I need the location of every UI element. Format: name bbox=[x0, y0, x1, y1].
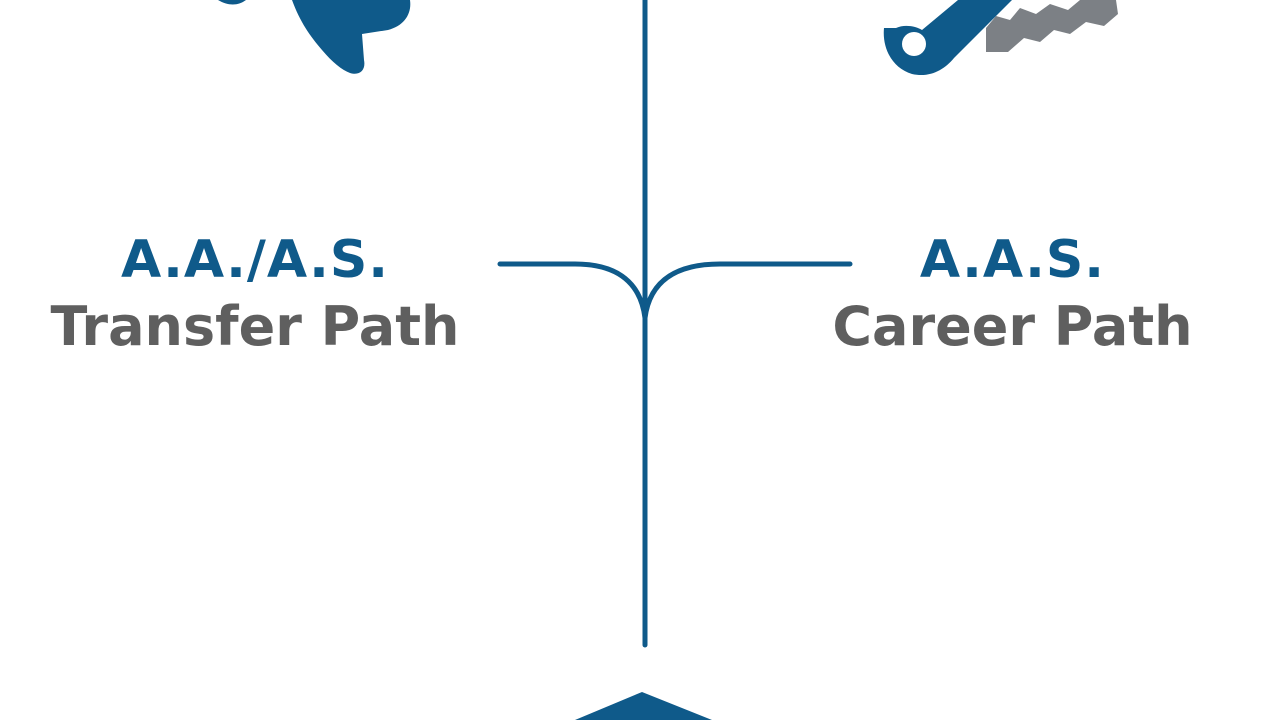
transfer-path-name: Transfer Path bbox=[50, 295, 460, 358]
career-path-label: A.A.S. Career Path bbox=[830, 234, 1195, 354]
airplane-icon bbox=[218, 0, 411, 74]
left-branch-line bbox=[497, 261, 648, 321]
career-degree-title: A.A.S. bbox=[919, 230, 1106, 290]
wrench-gear-icon bbox=[883, 0, 1118, 76]
career-path-name: Career Path bbox=[832, 295, 1193, 358]
transfer-path-label: A.A./A.S. Transfer Path bbox=[50, 234, 460, 354]
upward-arrow-icon bbox=[575, 692, 712, 720]
right-branch-line bbox=[642, 261, 853, 321]
transfer-degree-title: A.A./A.S. bbox=[120, 230, 390, 290]
